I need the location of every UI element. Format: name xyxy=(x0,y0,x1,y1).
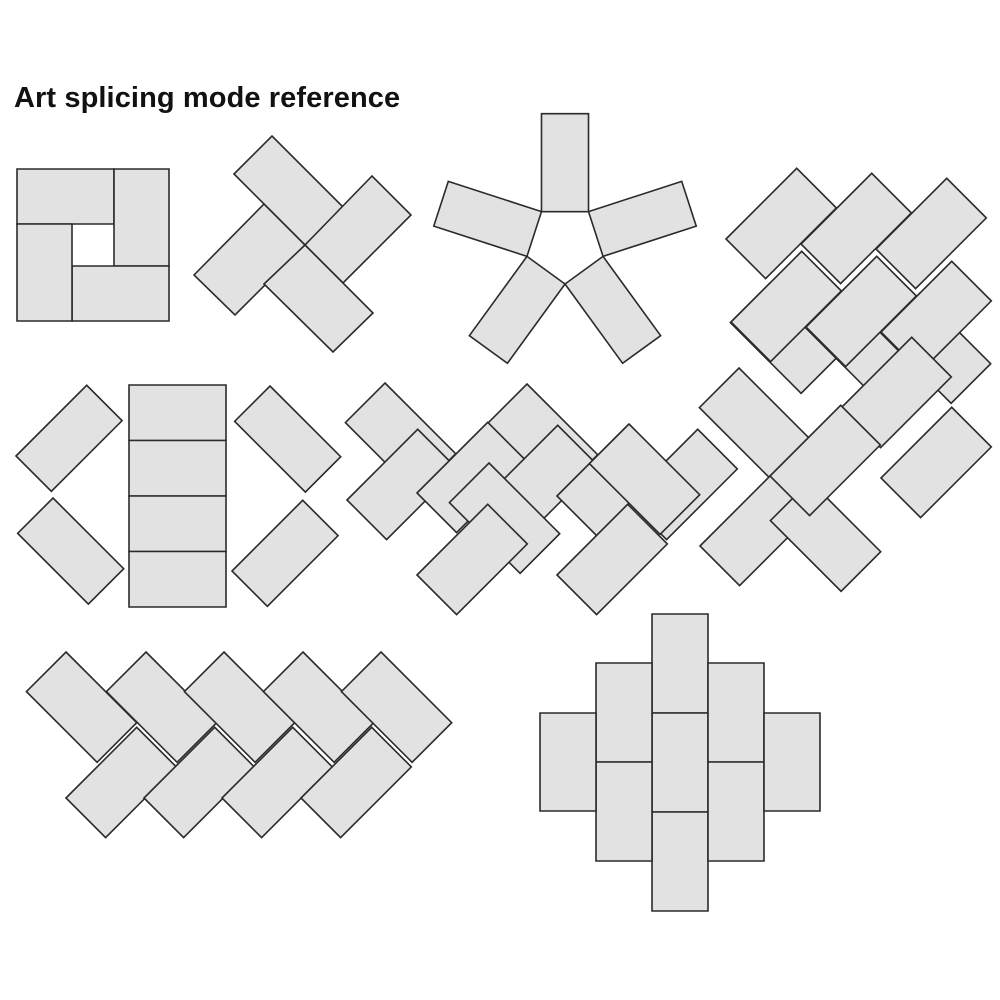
pattern-cross-diagonal xyxy=(192,134,413,354)
tile xyxy=(128,384,227,442)
tile xyxy=(587,180,698,258)
tile xyxy=(651,613,709,714)
pattern-ladder-with-diagonals xyxy=(14,384,342,608)
tile xyxy=(563,255,662,365)
tile xyxy=(769,479,882,593)
tile xyxy=(230,499,340,608)
tile xyxy=(539,712,597,812)
tile xyxy=(16,168,115,225)
tile xyxy=(432,180,543,258)
pattern-zigzag-herringbone xyxy=(344,381,739,616)
tile xyxy=(16,496,125,606)
tile xyxy=(874,177,988,290)
tile xyxy=(768,404,882,517)
pattern-diamond-stack xyxy=(539,613,821,912)
tile xyxy=(468,255,567,365)
tile xyxy=(555,503,669,616)
pattern-herringbone-block xyxy=(724,167,993,405)
tile xyxy=(879,406,993,519)
pattern-herringbone-strip xyxy=(25,650,453,839)
tile xyxy=(448,461,561,575)
tile xyxy=(707,761,765,862)
tile xyxy=(415,503,529,616)
tile xyxy=(595,761,653,862)
tile xyxy=(128,495,227,553)
pattern-diagonal-pinwheel xyxy=(698,336,993,593)
tile xyxy=(340,650,453,764)
pattern-pinwheel-square xyxy=(16,168,170,322)
tile xyxy=(113,168,170,267)
tile xyxy=(651,811,709,912)
tile xyxy=(588,422,701,536)
tile xyxy=(595,662,653,763)
tile xyxy=(763,712,821,812)
page-title: Art splicing mode reference xyxy=(14,82,401,114)
tile xyxy=(14,384,124,493)
tile xyxy=(262,243,375,354)
pattern-pentagon-star xyxy=(432,112,698,365)
tile xyxy=(128,439,227,497)
tile xyxy=(651,712,709,813)
tile xyxy=(128,550,227,608)
tile xyxy=(233,384,342,494)
tile xyxy=(16,223,73,322)
tile xyxy=(707,662,765,763)
tile xyxy=(71,265,170,322)
tile xyxy=(540,112,590,213)
tile xyxy=(299,726,413,839)
